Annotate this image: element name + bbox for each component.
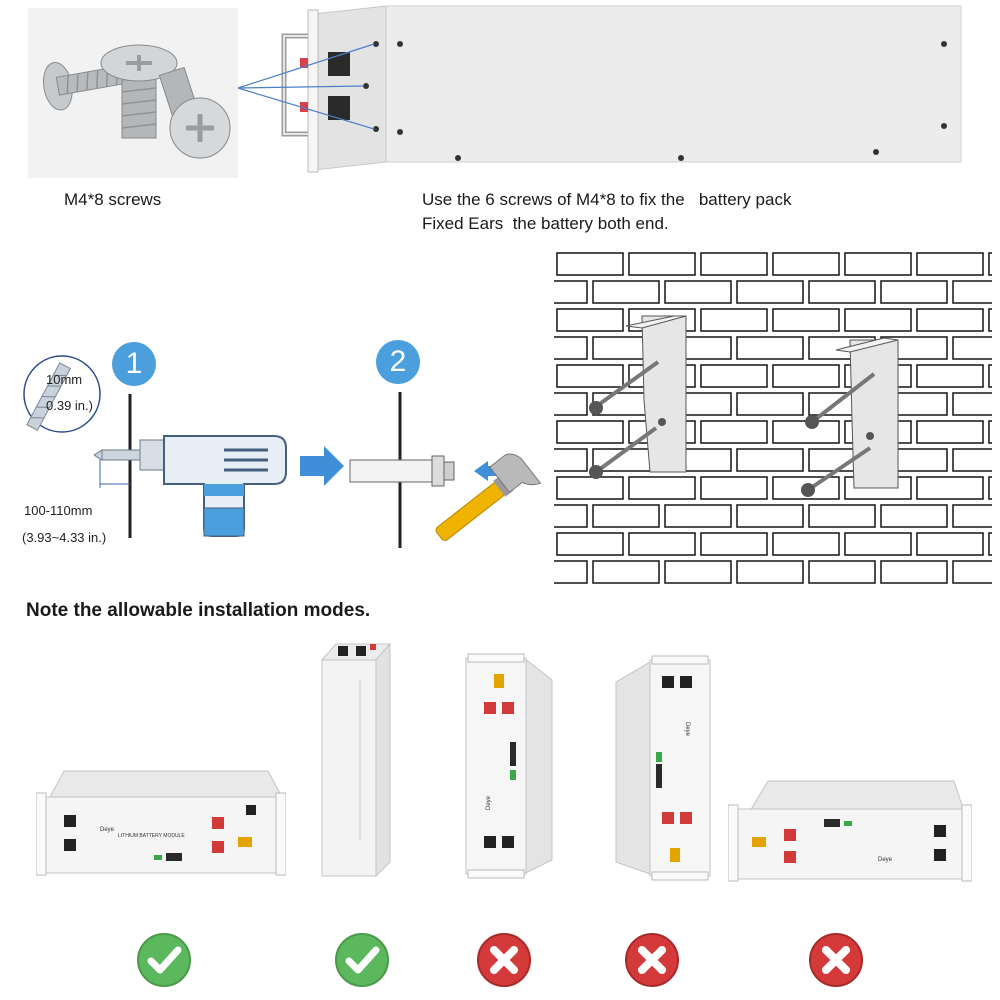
caption-line-2: Fixed Ears the battery both end. bbox=[422, 214, 669, 233]
arrow-right-icon bbox=[300, 446, 344, 486]
wall-bracket-illustration bbox=[554, 250, 992, 588]
module-brand-4: Deye bbox=[684, 722, 690, 737]
drill-depth-inches: (3.93~4.33 in.) bbox=[22, 530, 107, 545]
installation-note: Note the allowable installation modes. bbox=[26, 600, 371, 621]
step-1-badge: 1 bbox=[112, 342, 156, 386]
screw-2 bbox=[100, 44, 178, 139]
module-brand-1: Deye bbox=[100, 827, 115, 833]
module-label-1: LITHIUM BATTERY MODULE bbox=[118, 833, 185, 839]
screws-label: M4*8 screws bbox=[64, 190, 162, 209]
drill-illustration bbox=[94, 388, 294, 548]
mode-1-check-icon bbox=[136, 932, 192, 988]
module-brand-3: Deye bbox=[486, 795, 492, 810]
screws-photo bbox=[28, 8, 238, 178]
mode-3-cross-icon bbox=[476, 932, 532, 988]
drill-bit-size-inches: 0.39 in.) bbox=[46, 398, 93, 413]
screw-3 bbox=[158, 66, 231, 159]
anchor-illustration bbox=[340, 388, 550, 588]
step-2-badge: 2 bbox=[376, 340, 420, 384]
mode-2-check-icon bbox=[334, 932, 390, 988]
mode-4-cross-icon bbox=[624, 932, 680, 988]
mode-horizontal-upside-down: Deye bbox=[728, 775, 972, 883]
mode-vertical-side-up: Deye bbox=[462, 650, 556, 880]
drill-bit-detail bbox=[20, 352, 130, 436]
bracket-right bbox=[801, 337, 899, 497]
battery-pack-illustration bbox=[236, 0, 966, 180]
drill-depth: 100-110mm bbox=[24, 503, 93, 518]
drill-bit-size: 10mm bbox=[46, 372, 83, 387]
mode-vertical-standing bbox=[318, 640, 394, 880]
mode-vertical-side-down: Deye bbox=[612, 652, 714, 884]
mode-5-cross-icon bbox=[808, 932, 864, 988]
bracket-left bbox=[589, 315, 687, 479]
module-brand-5: Deye bbox=[878, 857, 893, 863]
mode-horizontal-front: Deye LITHIUM BATTERY MODULE bbox=[36, 765, 286, 877]
hammer-icon bbox=[435, 453, 542, 541]
battery-pack-caption: Use the 6 screws of M4*8 to fix the batt… bbox=[422, 188, 791, 236]
caption-line-1: Use the 6 screws of M4*8 to fix the batt… bbox=[422, 190, 792, 209]
